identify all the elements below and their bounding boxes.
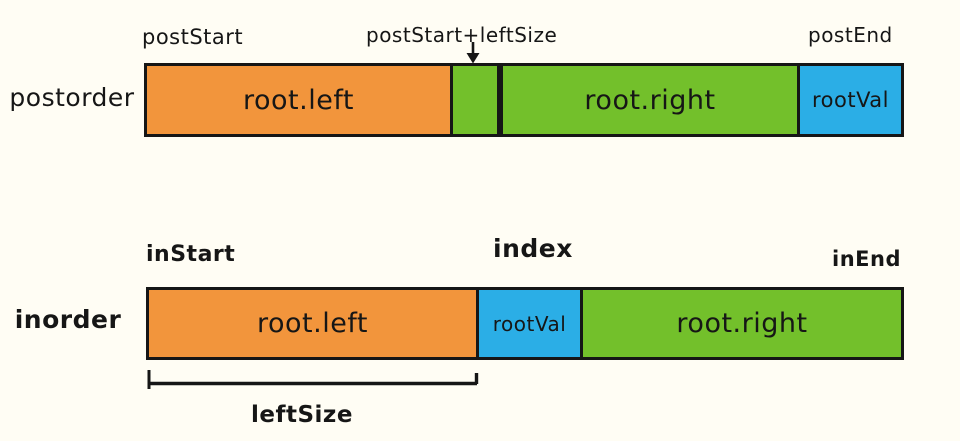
postorder-root-left-segment: root.left <box>147 66 450 134</box>
down-arrow-icon <box>466 42 480 64</box>
leftsize-label: leftSize <box>251 402 353 428</box>
inorder-rootval-segment: rootVal <box>479 290 580 357</box>
segment-divider <box>450 66 453 134</box>
poststart-label: postStart <box>142 25 244 49</box>
inorder-root-left-segment: root.left <box>149 290 476 357</box>
segment-divider <box>476 290 479 357</box>
poststart-plus-leftsize-label: postStart+leftSize <box>366 23 558 47</box>
inorder-bar: root.left rootVal root.right <box>146 287 904 360</box>
postorder-rootval-segment: rootVal <box>800 66 901 134</box>
postorder-root-right-segment: root.right <box>503 66 797 134</box>
segment-divider <box>580 290 583 357</box>
inorder-rootval-text: rootVal <box>492 311 567 336</box>
postorder-gap-segment <box>453 66 497 134</box>
thick-split-divider <box>497 66 503 134</box>
instart-label: inStart <box>146 242 236 267</box>
postorder-root-left-text: root.left <box>243 84 354 116</box>
postorder-row-label: postorder <box>9 83 135 112</box>
postorder-root-right-text: root.right <box>584 84 716 116</box>
inorder-root-left-text: root.left <box>257 308 368 339</box>
postend-label: postEnd <box>808 23 893 47</box>
inorder-root-right-text: root.right <box>676 308 808 339</box>
inorder-root-right-segment: root.right <box>583 290 901 357</box>
postorder-rootval-text: rootVal <box>811 88 890 112</box>
leftsize-bracket <box>147 370 479 389</box>
postorder-bar: root.left root.right rootVal <box>144 63 904 137</box>
inorder-row-label: inorder <box>14 305 122 334</box>
inend-label: inEnd <box>832 247 901 271</box>
index-label: index <box>493 234 573 263</box>
segment-divider <box>797 66 800 134</box>
